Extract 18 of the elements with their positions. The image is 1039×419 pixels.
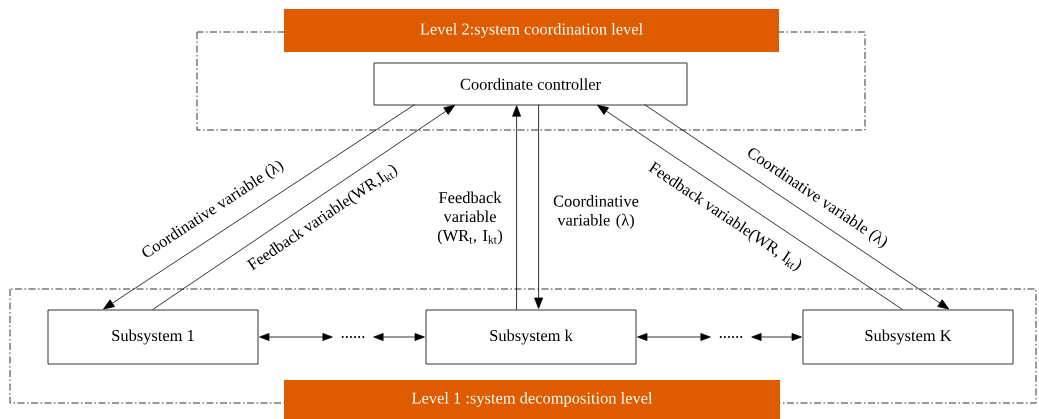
arrow [534,104,544,309]
arrow [152,104,456,310]
subsystem-box: Subsystem K [802,309,1014,365]
edge-label: Coordinative variable (λ) [553,195,639,229]
arrow [103,104,415,310]
arrow [259,333,333,341]
arrow [512,105,522,310]
arrow [751,333,802,341]
subsystem-box: Subsystem k [425,309,637,365]
ellipsis-text: ...... [719,336,743,338]
arrow [373,333,425,341]
arrow [597,104,903,310]
arrow [644,104,950,310]
ellipsis-text: ...... [341,336,365,338]
edge-label: Feedback variable (WR$_{t}$, I$_{kt}$) [437,191,503,245]
arrow [637,333,711,341]
controller-box: Coordinate controller [373,62,688,106]
subsystem-box: Subsystem 1 [47,309,259,365]
